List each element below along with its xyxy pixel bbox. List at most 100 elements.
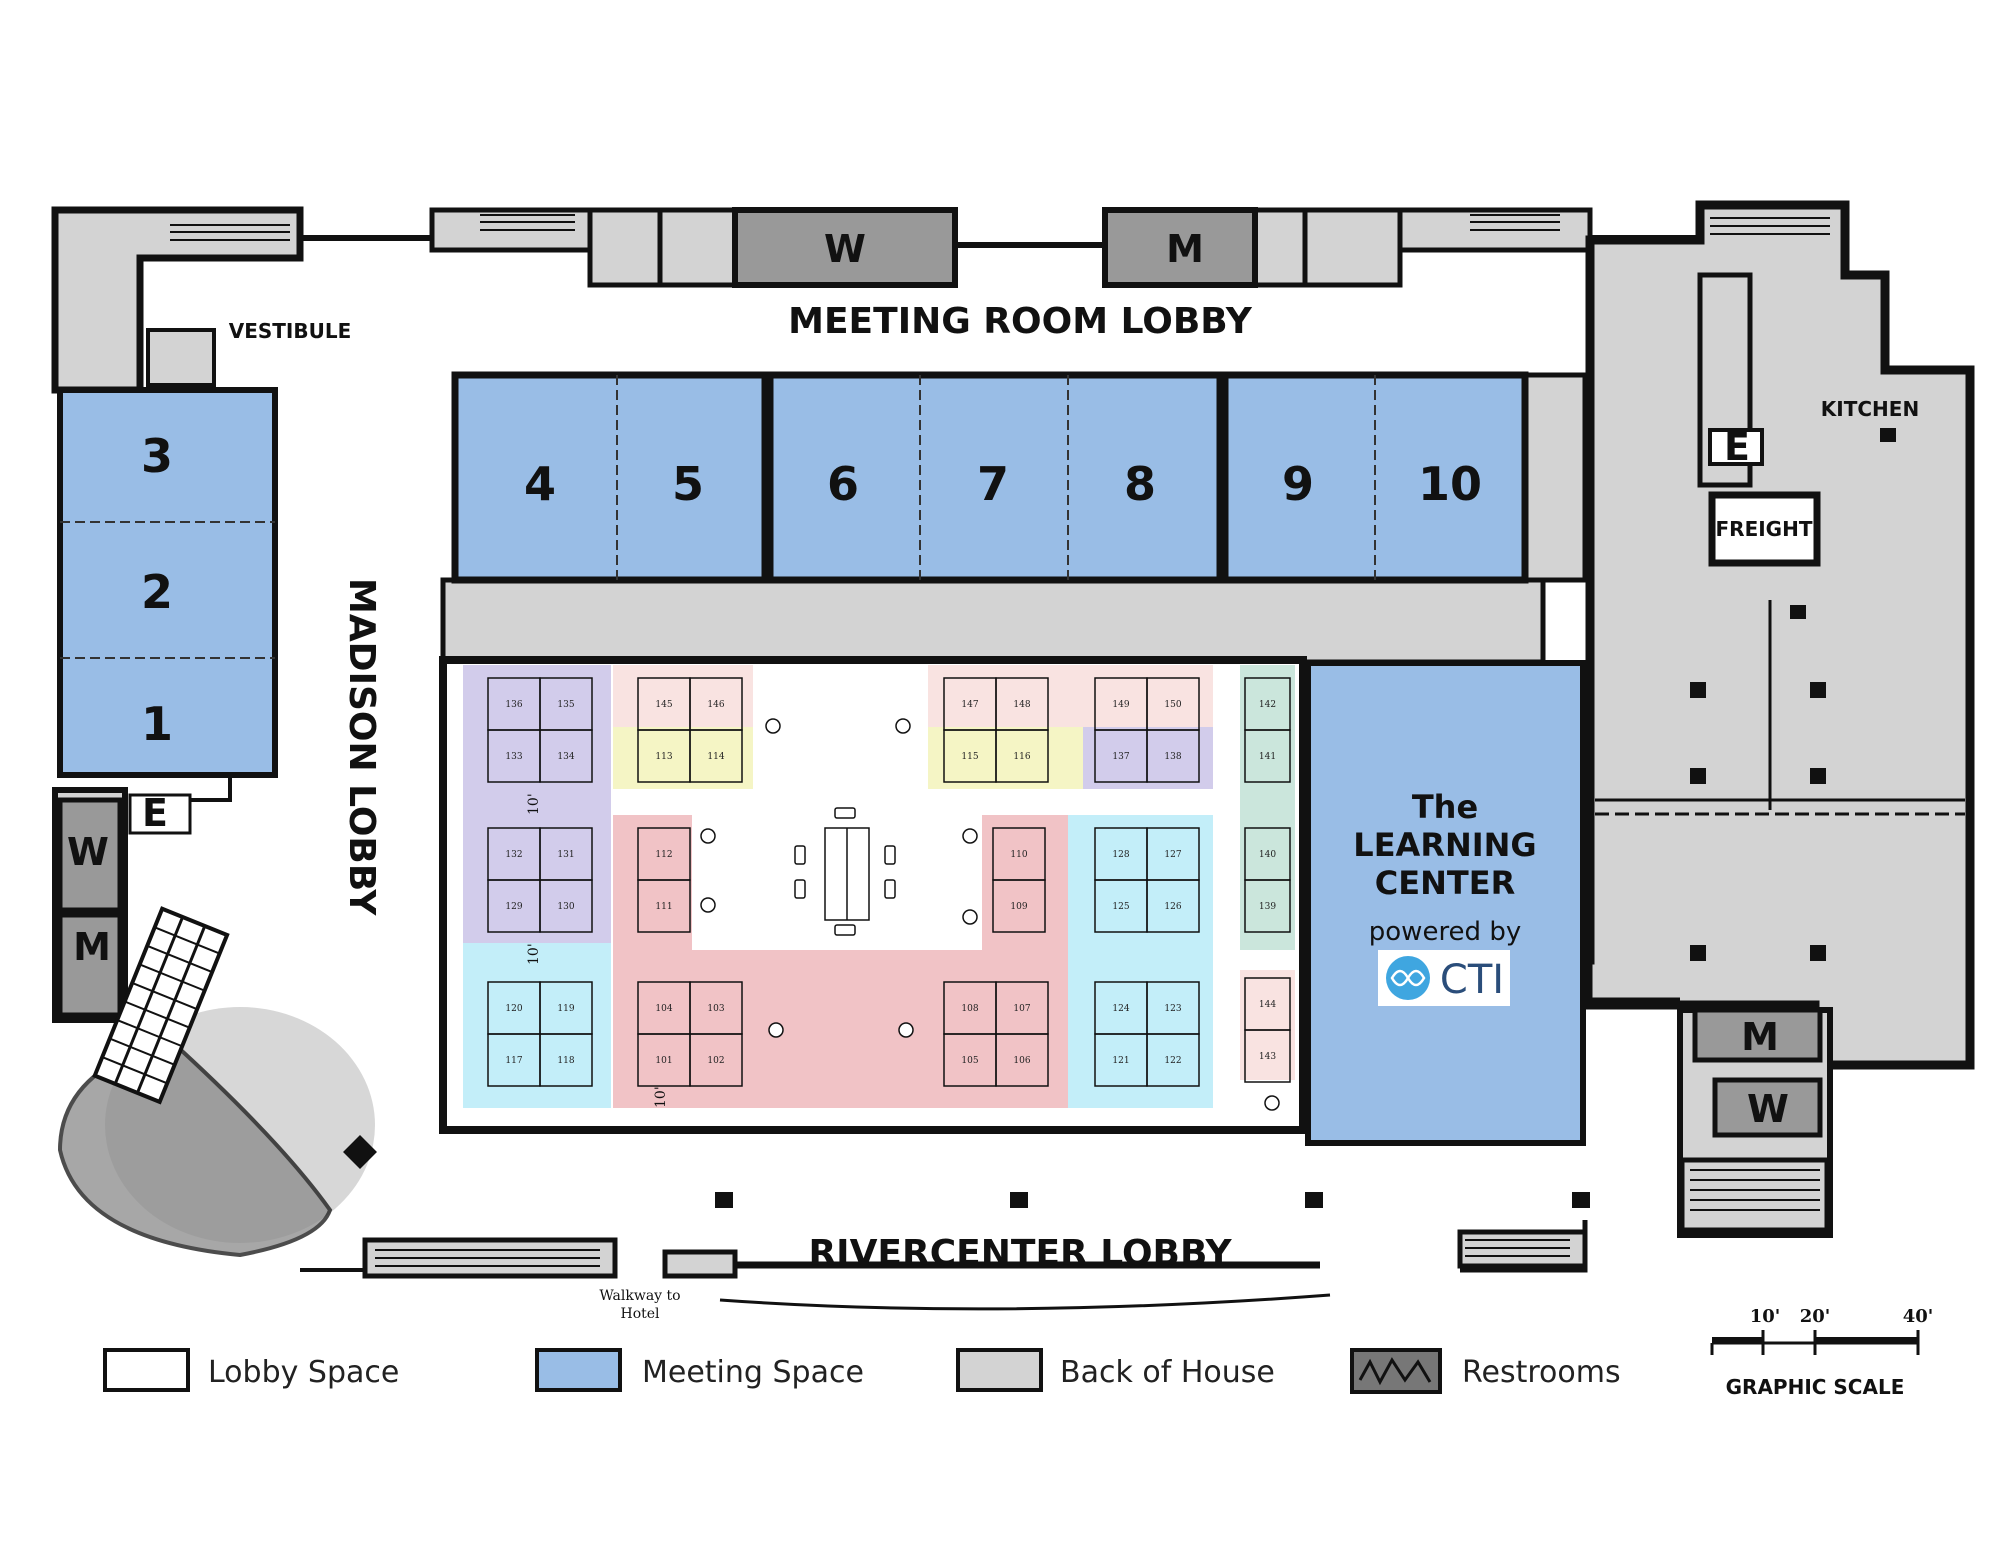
boh-south-west-stair2 <box>662 1249 738 1279</box>
booth-number: 129 <box>505 902 522 912</box>
walkway-label-line2: Hotel <box>620 1306 660 1322</box>
meeting-room-3-label: 3 <box>141 429 173 483</box>
columns <box>700 718 1280 1111</box>
meeting-room-9-label: 9 <box>1282 457 1314 511</box>
booth-number: 119 <box>557 1004 574 1014</box>
learning-center-title-1: The <box>1412 788 1478 826</box>
booth-number: 149 <box>1112 700 1129 710</box>
zone-yellow-west <box>613 727 753 789</box>
cti-logo-label: CTI <box>1440 957 1504 1003</box>
kitchen-details: KITCHEN E FREIGHT <box>715 397 1965 1208</box>
kitchen-label: KITCHEN <box>1821 397 1919 421</box>
zone-cyan-east <box>1068 815 1213 1108</box>
booth-number: 134 <box>557 752 574 762</box>
booth <box>539 879 593 933</box>
learning-center-powered-by: powered by <box>1369 917 1521 947</box>
restroom-west-men <box>57 912 123 1018</box>
meeting-room-west-block <box>57 387 278 778</box>
zone-purple-east <box>1083 727 1213 789</box>
booth-number: 132 <box>505 850 522 860</box>
booth <box>1146 729 1200 783</box>
booth-number: 105 <box>961 1056 978 1066</box>
booth <box>1244 729 1291 783</box>
aisle-label-2: 10' <box>526 943 542 965</box>
graphic-scale: 10' 20' 40' GRAPHIC SCALE <box>1710 1306 1933 1399</box>
booth-number: 102 <box>707 1056 724 1066</box>
booth <box>995 1033 1049 1087</box>
booth-number: 145 <box>655 700 672 710</box>
booth-number: 138 <box>1164 752 1181 762</box>
learning-center: The LEARNING CENTER powered by CTI <box>1305 660 1586 1146</box>
boh-north-left <box>587 207 663 288</box>
booth-number: 148 <box>1013 700 1030 710</box>
rivercenter-lobby-label: RIVERCENTER LOBBY <box>808 1233 1232 1274</box>
booth-number: 111 <box>655 902 672 912</box>
legend-swatch-lobby <box>103 1348 190 1392</box>
booth-number: 133 <box>505 752 522 762</box>
booth-number: 106 <box>1013 1056 1030 1066</box>
booth-number: 128 <box>1112 850 1129 860</box>
zone-peach-southeast <box>1240 970 1295 1080</box>
restroom-north-women-label: W <box>824 227 866 271</box>
booth-number: 127 <box>1164 850 1181 860</box>
scale-tick-10: 10' <box>1750 1306 1781 1327</box>
booth-number: 123 <box>1164 1004 1181 1014</box>
round-feature <box>57 906 377 1258</box>
booth-number: 109 <box>1010 902 1027 912</box>
boh-north-left2 <box>657 207 738 288</box>
booth <box>1146 1033 1200 1087</box>
center-table <box>794 807 896 936</box>
booth <box>995 729 1049 783</box>
booth <box>539 729 593 783</box>
booth-number: 118 <box>557 1056 574 1066</box>
booth-number: 139 <box>1259 902 1276 912</box>
booth-number: 112 <box>655 850 672 860</box>
learning-center-room <box>1305 660 1586 1146</box>
booth-number: 126 <box>1164 902 1181 912</box>
meeting-room-block-4-5 <box>451 371 769 584</box>
booth-number: 140 <box>1259 850 1276 860</box>
meeting-room-8-label: 8 <box>1124 457 1156 511</box>
booth <box>539 1033 593 1087</box>
boh-north-right <box>1252 207 1308 288</box>
booth-number: 115 <box>961 752 978 762</box>
stairs <box>170 214 1830 1267</box>
legend-label-lobby: Lobby Space <box>208 1355 399 1390</box>
legend-swatch-meeting <box>535 1348 622 1392</box>
booth-number: 113 <box>655 752 672 762</box>
booth-number: 114 <box>707 752 724 762</box>
booth-number: 103 <box>707 1004 724 1014</box>
meeting-rooms-north: 4 5 6 7 8 9 10 <box>451 371 1529 584</box>
booth-number: 141 <box>1259 752 1276 762</box>
elevator-east-label: E <box>1724 425 1750 469</box>
walkway-label-line1: Walkway to <box>599 1288 680 1304</box>
learning-center-title-2: LEARNING <box>1353 826 1536 864</box>
booth-number: 150 <box>1164 700 1181 710</box>
booth-number: 108 <box>961 1004 978 1014</box>
booth <box>689 729 743 783</box>
booth <box>637 879 691 933</box>
booth-number: 104 <box>655 1004 672 1014</box>
restroom-east-women <box>1712 1077 1823 1138</box>
learning-center-title-3: CENTER <box>1375 864 1515 902</box>
boh-south-east-stair2 <box>1679 1157 1830 1233</box>
booth <box>689 1033 743 1087</box>
madison-lobby-label: MADISON LOBBY <box>341 578 382 916</box>
zone-green <box>1240 665 1295 950</box>
booth-number: 122 <box>1164 1056 1181 1066</box>
meeting-room-4-label: 4 <box>524 457 556 511</box>
boh-north-right2 <box>1302 207 1403 288</box>
booth-number: 144 <box>1259 1000 1276 1010</box>
booth <box>1244 879 1291 933</box>
booth <box>992 879 1046 933</box>
booth <box>1146 879 1200 933</box>
elevator-east <box>1708 428 1764 466</box>
freight-elevator <box>1708 491 1821 567</box>
booth-number: 146 <box>707 700 724 710</box>
escalator <box>92 906 230 1105</box>
zone-peach-east <box>928 665 1213 727</box>
booth-number: 135 <box>557 700 574 710</box>
booth-number: 143 <box>1259 1052 1276 1062</box>
